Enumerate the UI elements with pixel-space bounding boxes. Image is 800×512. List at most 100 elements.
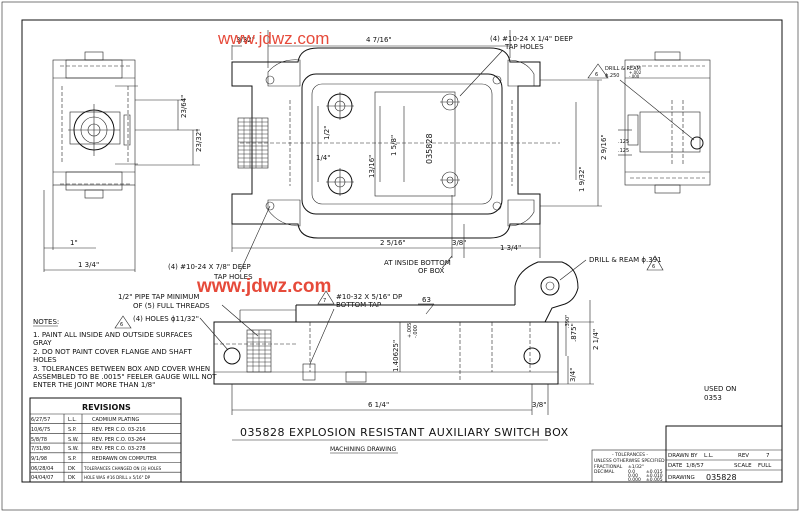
svg-text:DRAWING: DRAWING: [668, 475, 695, 481]
svg-text:±0.015: ±0.015: [646, 469, 663, 475]
tap-holes-top: TAP HOLES: [504, 43, 544, 51]
part-mark: 035828: [425, 133, 434, 164]
svg-text:ENTER THE JOINT MORE THAN 1/8": ENTER THE JOINT MORE THAN 1/8": [33, 381, 155, 389]
front-section-view: [213, 261, 579, 385]
flag-7: [317, 290, 335, 305]
right-view-dimensions: 6 DRILL & REAM ϕ.250 +.002 -.000 .125 .1…: [587, 63, 695, 154]
dim-3-4: 3/4": [569, 368, 577, 383]
inside-bottom-a: AT INSIDE BOTTOM: [384, 259, 451, 267]
dim-2-5-16: 2 5/16": [380, 239, 406, 247]
dim-23-64: 23/64": [180, 95, 188, 118]
svg-text:2. DO NOT PAINT COVER FLANGE A: 2. DO NOT PAINT COVER FLANGE AND SHAFT: [33, 348, 192, 356]
drawing-subtitle: MACHINING DRAWING: [330, 446, 396, 453]
svg-text:5/8/78: 5/8/78: [31, 437, 47, 443]
watermark-middle: www.jdwz.com: [196, 276, 331, 297]
svg-text:REDRAWN ON COMPUTER: REDRAWN ON COMPUTER: [92, 456, 157, 462]
svg-text:HOLES: HOLES: [33, 356, 57, 364]
left-side-view: [52, 51, 138, 199]
svg-text:±1/32": ±1/32": [628, 464, 644, 470]
front-view-dimensions: 1/2" PIPE TAP MINIMUM OF (5) FULL THREAD…: [114, 255, 736, 415]
tap-note-top: (4) #10-24 X 1/4" DEEP: [490, 35, 573, 43]
top-view-dimensions: 3/32" 4 7/16" (4) #10-24 X 1/4" DEEP TAP…: [168, 30, 608, 281]
svg-text:-.000: -.000: [629, 74, 640, 79]
svg-text:DRAWN BY: DRAWN BY: [668, 453, 698, 459]
revision-number: 7: [766, 453, 770, 459]
flag-6-a: [587, 63, 609, 79]
dim-1-9-32: 1 9/32": [578, 166, 586, 192]
deep-tap-b: TAP HOLES: [213, 273, 253, 281]
drawing-number: 035828: [706, 473, 737, 482]
dim-1-2: 1/2": [323, 126, 331, 141]
svg-text:DK: DK: [68, 475, 76, 481]
svg-text:0.00: 0.00: [628, 473, 638, 479]
svg-text:6: 6: [595, 72, 598, 78]
dim-3-8-top: 3/8": [452, 239, 467, 247]
dim-3-32: 3/32": [236, 36, 255, 44]
used-on-number: 0353: [704, 394, 722, 402]
svg-text:DATE: DATE: [668, 463, 683, 469]
drawing-title: 035828 EXPLOSION RESISTANT AUXILIARY SWI…: [240, 426, 569, 439]
svg-text:HOLE WAS #16 DRILL x 5/16" DP: HOLE WAS #16 DRILL x 5/16" DP: [84, 475, 151, 480]
svg-text:±0.005: ±0.005: [646, 477, 663, 483]
svg-text:+.005: +.005: [407, 323, 413, 338]
top-plan-view: 035828: [231, 47, 560, 239]
dim-875: .875": [570, 323, 578, 342]
svg-text:0.000: 0.000: [628, 477, 641, 483]
drawn-by: L.L.: [704, 453, 714, 459]
flag-6-b: [114, 315, 132, 329]
svg-text:TOLERANCES CHANGED ON (3) HOLE: TOLERANCES CHANGED ON (3) HOLES: [83, 466, 162, 471]
svg-text:S.P.: S.P.: [68, 456, 77, 462]
dim-390: .390": [565, 315, 571, 328]
dim-4-7-16: 4 7/16": [366, 36, 392, 44]
pipe-tap-b: OF (5) FULL THREADS: [133, 302, 210, 310]
svg-text:3. TOLERANCES BETWEEN BOX AND: 3. TOLERANCES BETWEEN BOX AND COVER WHEN: [33, 365, 210, 373]
svg-text:06/28/04: 06/28/04: [31, 466, 53, 472]
drill-ream-top-a: DRILL & REAM: [605, 66, 641, 72]
dim-1-5-8: 1 5/8": [390, 135, 398, 156]
dim-125-a: .125: [618, 139, 629, 145]
svg-text:S.W.: S.W.: [68, 446, 79, 452]
dim-6-1-4: 6 1/4": [368, 401, 389, 409]
svg-text:S.P.: S.P.: [68, 427, 77, 433]
dim-125-b: .125: [618, 148, 629, 154]
svg-text:9/1/98: 9/1/98: [31, 456, 47, 462]
dim-1-4: 1/4": [316, 154, 331, 162]
dim-3-8-bot: 3/8": [532, 401, 547, 409]
inner-border: [21, 19, 783, 483]
svg-text:L.L.: L.L.: [68, 417, 77, 423]
svg-text:10/6/75: 10/6/75: [31, 427, 50, 433]
title-block: DRAWN BY L.L. REV 7 DATE 1/8/57 SCALE FU…: [665, 425, 783, 483]
drill-ream-top-b: ϕ.250: [605, 73, 619, 79]
svg-text:DECIMAL: DECIMAL: [594, 469, 615, 475]
svg-text:- TOLERANCES -: - TOLERANCES -: [612, 452, 648, 458]
svg-text:6/27/57: 6/27/57: [31, 417, 50, 423]
bottom-tap: BOTTOM TAP: [336, 301, 381, 309]
left-view-dimensions: 23/64" 23/32" 1" 1 3/4": [43, 95, 203, 272]
dim-13-16: 13/16": [368, 155, 376, 178]
pipe-tap-a: 1/2" PIPE TAP MINIMUM: [118, 293, 199, 301]
svg-text:±0.010: ±0.010: [646, 473, 663, 479]
svg-text:0.0: 0.0: [628, 469, 635, 475]
watermark-top: www.jdwz.com: [217, 29, 329, 48]
notes-heading: NOTES:: [33, 318, 59, 326]
dim-63: 63: [422, 296, 431, 304]
drawing-scale: FULL: [758, 463, 772, 469]
title-area: 035828 EXPLOSION RESISTANT AUXILIARY SWI…: [232, 426, 569, 454]
dim-1-3-4-left: 1 3/4": [78, 261, 99, 269]
svg-text:SCALE: SCALE: [734, 463, 752, 469]
right-side-view: [618, 51, 711, 194]
svg-text:DK: DK: [68, 466, 76, 472]
svg-text:CADMIUM PLATING: CADMIUM PLATING: [92, 417, 139, 423]
svg-text:-.000: -.000: [413, 325, 419, 338]
tap-10-32: #10-32 X 5/16" DP: [336, 293, 402, 301]
dim-1-40625: 1.40625": [392, 340, 400, 372]
svg-text:7/31/80: 7/31/80: [31, 446, 50, 452]
svg-text:6: 6: [120, 322, 123, 328]
revisions-title: REVISIONS: [82, 403, 131, 412]
svg-text:7: 7: [323, 298, 326, 304]
drill-ream-391: DRILL & REAM ϕ.391: [589, 256, 662, 264]
svg-text:+.002: +.002: [629, 70, 642, 75]
